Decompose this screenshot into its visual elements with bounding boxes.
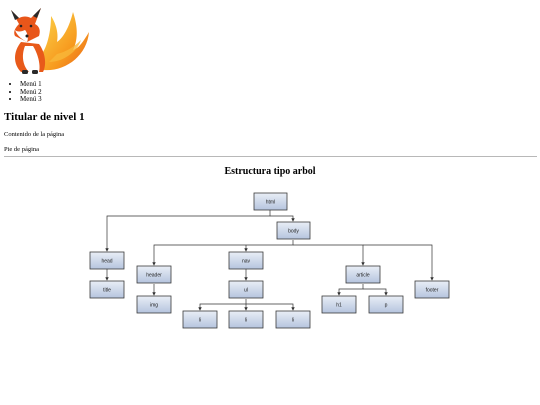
edge-html-body [270,215,295,222]
node-title: title [89,280,125,299]
node-head: head [89,251,125,270]
edge-html-head [105,210,271,252]
node-label: h1 [336,303,342,309]
edge-body-children [152,240,294,266]
menu-item-2[interactable]: Menú 2 [20,88,42,97]
edge-ul-li-3 [246,303,295,311]
node-label: title [103,288,111,294]
node-label: li [199,318,201,324]
node-p: p [368,295,404,314]
node-header: header [136,265,172,284]
node-label: header [146,273,162,279]
node-label: nav [242,259,251,265]
node-label: footer [426,288,439,294]
node-li: li [228,310,264,329]
node-label: html [266,200,275,206]
node-label: article [356,273,370,279]
menu-item-1[interactable]: Menú 1 [20,80,42,89]
edge-body-footer [363,244,434,281]
node-img: img [136,295,172,314]
tree-diagram: html body head title header img nav ul l… [89,192,450,329]
node-li: li [182,310,218,329]
node-footer: footer [414,280,450,299]
node-article: article [345,265,381,284]
node-label: img [150,303,158,309]
edge-ul-li [198,299,247,311]
node-html: html [253,192,288,211]
node-ul: ul [228,280,264,299]
page-content: Contenido de la página [4,131,65,138]
tree-title: Estructura tipo arbol [224,166,316,177]
node-h1: h1 [321,295,357,314]
menu-item-3[interactable]: Menú 3 [20,95,42,104]
node-nav: nav [228,251,264,270]
tree-edges [105,210,434,311]
fox-logo [11,8,89,74]
node-label: body [288,229,299,235]
node-label: head [101,259,112,265]
node-label: ul [244,288,248,294]
nav-menu: Menú 1 Menú 2 Menú 3 [20,80,42,104]
node-label: p [385,303,388,309]
horizontal-rule [4,156,537,157]
edge-body-article [293,244,365,266]
node-label: li [292,318,294,324]
edge-article-h1 [337,284,364,296]
node-body: body [276,221,311,240]
page-heading: Titular de nivel 1 [4,111,85,123]
node-label: li [245,318,247,324]
node-li: li [275,310,311,329]
page-footer: Pie de página [4,146,40,153]
edge-article-p [363,288,388,296]
